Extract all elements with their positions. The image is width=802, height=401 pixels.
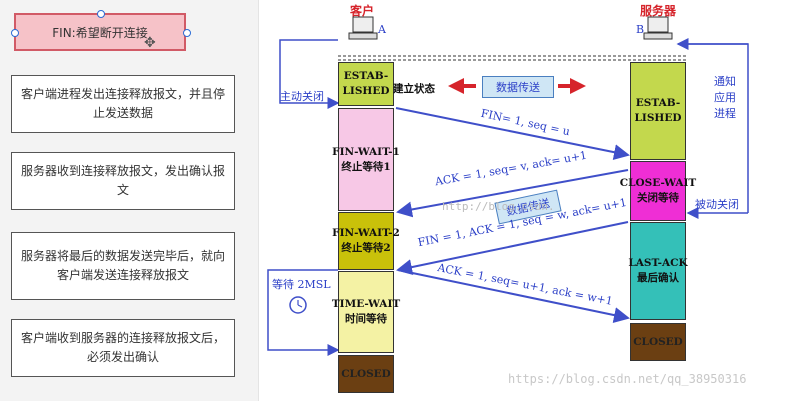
resize-handle-left[interactable] [11,29,19,37]
data-transfer-pill-1: 数据传送 [482,76,554,98]
last-ack-arrow [397,269,630,323]
client-label: 客户 [350,4,375,18]
client-timewait: TIME-WAIT 时间等待 [332,271,400,353]
note-2-text: 服务器收到连接释放报文，发出确认报文 [20,164,225,197]
client-letter: A [378,23,386,36]
watermark-top: http://blog.csdn. [442,200,555,213]
client-estab: ESTAB- LISHED [338,62,394,106]
client-finwait2: FIN-WAIT-2 终止等待2 [332,212,400,270]
passive-close-label: 被动关闭 [695,198,739,211]
ack-arrow [396,169,629,218]
diagram-lines [267,16,749,356]
fin-title-box[interactable]: FIN:希望断开连接 [14,13,186,51]
note-3-text: 服务器将最后的数据发送完毕后，就向客户端发送连接释放报文 [20,249,225,282]
left-panel: FIN:希望断开连接 ✥ 客户端进程发出连接释放报文，并且停止发送数据 服务器收… [0,0,259,401]
server-label: 服务器 [640,4,677,18]
wait-2msl-path [267,269,340,356]
server-closed: CLOSED [630,323,686,361]
server-estab: ESTAB- LISHED [630,62,686,160]
wait-2msl-label: 等待 2MSL [272,278,331,291]
resize-handle-top[interactable] [97,10,105,18]
fin-ack-arrow [396,221,629,275]
note-1: 客户端进程发出连接释放报文，并且停止发送数据 [11,75,235,133]
note-2: 服务器收到连接释放报文，发出确认报文 [11,152,235,210]
fin-arrow [395,107,630,161]
note-3: 服务器将最后的数据发送完毕后，就向客户端发送连接释放报文 [11,232,235,300]
watermark-bottom: https://blog.csdn.net/qq_38950316 [508,372,747,386]
move-cursor-icon: ✥ [144,35,156,51]
note-4-text: 客户端收到服务器的连接释放报文后，必须发出确认 [20,331,225,364]
fin-title-text: FIN:希望断开连接 [52,25,148,40]
server-closewait: CLOSE-WAIT 关闭等待 [620,161,696,221]
client-closed: CLOSED [338,355,394,393]
client-finwait1: FIN-WAIT-1 终止等待1 [332,108,400,211]
resize-handle-right[interactable] [183,29,191,37]
server-letter: B [636,23,645,36]
notify-app-label: 通知 应用 进程 [714,75,736,120]
active-close-label: 主动关闭 [280,90,324,103]
active-close-path [279,39,340,109]
note-1-text: 客户端进程发出连接释放报文，并且停止发送数据 [20,87,225,120]
server-lastack: LAST-ACK 最后确认 [628,222,688,320]
established-state-label: 建立状态 [393,83,435,95]
tcp-close-diagram: 客户 A 服务器 B 主动关闭 通知 应用 进程 被动关闭 ESTAB- LIS… [258,0,802,401]
note-4: 客户端收到服务器的连接释放报文后，必须发出确认 [11,319,235,377]
